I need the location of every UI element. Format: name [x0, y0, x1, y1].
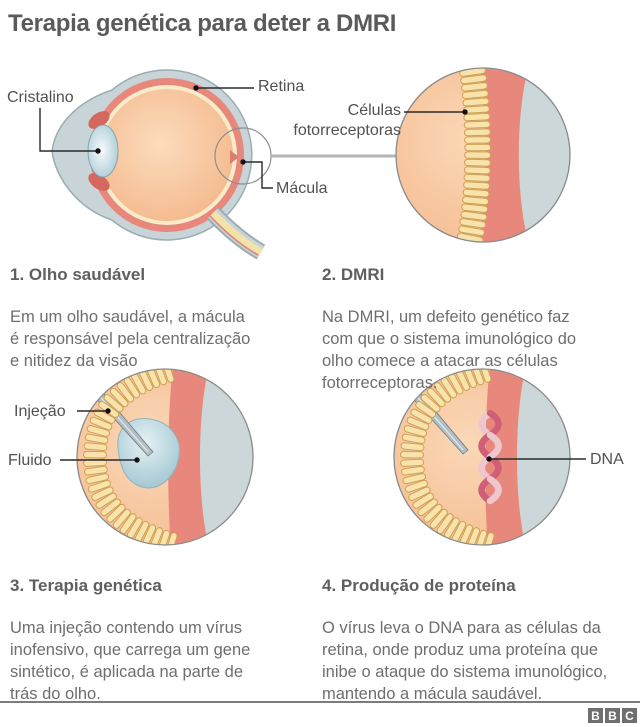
label-macula: Mácula [276, 180, 328, 197]
section-3-body: Uma injeção contendo um vírus inofensivo… [10, 619, 251, 703]
injection-circle [76, 368, 254, 546]
connector-lines [39, 85, 586, 463]
optic-nerve [206, 207, 266, 260]
label-fluido: Fluido [8, 452, 52, 469]
page-title: Terapia genética para deter a DMRI [8, 10, 397, 37]
macula-notch [230, 150, 239, 164]
section-3: 3. Terapia genética Uma injeção contendo… [10, 558, 310, 723]
label-dna: DNA [590, 451, 624, 468]
section-4-heading: 4. Produção de proteína [322, 576, 516, 595]
ciliary-body-bottom [88, 173, 110, 191]
eye-diagram [51, 69, 266, 260]
label-cristalino: Cristalino [7, 89, 74, 106]
section-2: 2. DMRI Na DMRI, um defeito genético faz… [322, 247, 640, 412]
label-retina: Retina [258, 78, 305, 95]
section-2-body: Na DMRI, um defeito genético faz com que… [322, 308, 577, 392]
bbc-logo-letter: B [605, 708, 620, 723]
ciliary-body-top [88, 111, 110, 129]
label-injecao: Injeção [14, 403, 66, 420]
section-4-body: O vírus leva o DNA para as células da re… [322, 619, 608, 703]
choroid-band [485, 369, 526, 545]
section-4: 4. Produção de proteína O vírus leva o D… [322, 558, 640, 723]
footer-divider [0, 701, 640, 703]
vitreous [101, 89, 233, 221]
choroid-band [168, 369, 209, 545]
bbc-logo: B B C [588, 708, 637, 723]
section-2-heading: 2. DMRI [322, 265, 385, 284]
section-1-heading: 1. Olho saudável [10, 265, 146, 284]
label-celulas-fotorreceptoras: Células fotorreceptoras [293, 102, 401, 139]
choroid-band [477, 68, 530, 242]
section-1-body: Em um olho saudável, a mácula é responsá… [10, 308, 251, 370]
photoreceptor-zoom-circle [395, 67, 571, 243]
section-3-heading: 3. Terapia genética [10, 576, 162, 595]
bbc-logo-letter: C [622, 708, 637, 723]
section-1: 1. Olho saudável Em um olho saudável, a … [10, 247, 310, 390]
sclera-band [518, 68, 570, 242]
bbc-logo-letter: B [588, 708, 603, 723]
